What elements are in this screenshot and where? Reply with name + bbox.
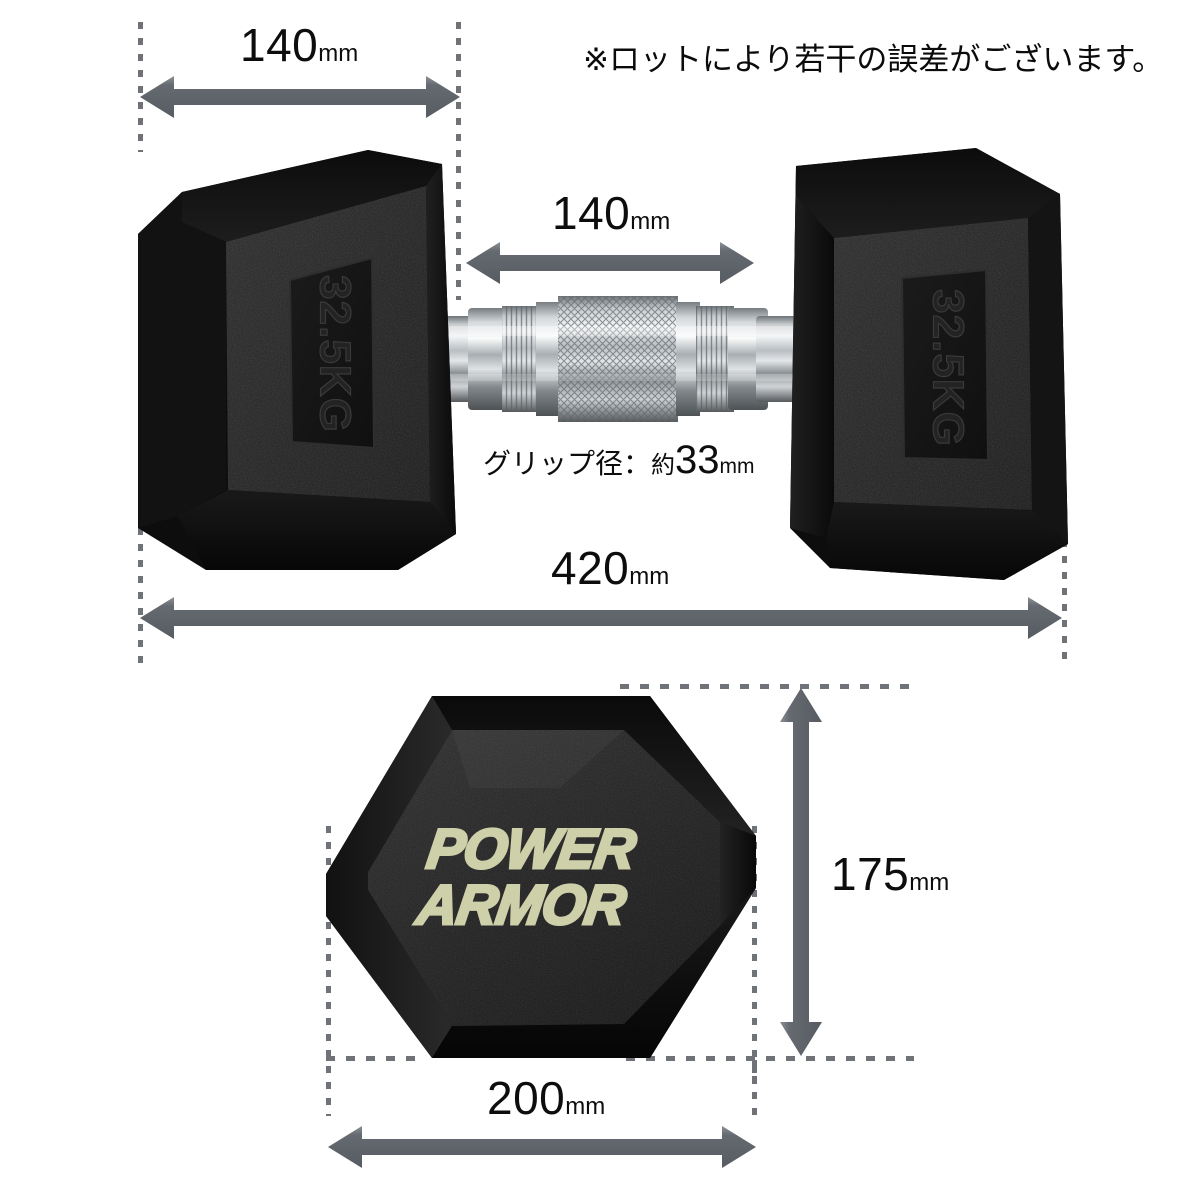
dumbbell-head-left: 32.5KG (138, 150, 456, 570)
dimension-label-head-width: 140mm (240, 22, 358, 68)
guide-line-face-width-right-end (752, 1060, 757, 1116)
guide-line-face-bottom-right (626, 1056, 914, 1061)
hex-dumbbell-end-face-view: POWER ARMOR (320, 676, 770, 1076)
guide-line-face-right-vertex (752, 826, 757, 1084)
guide-line-right-head-right (1062, 492, 1067, 664)
guide-line-face-bottom-left (326, 1056, 426, 1061)
dimension-label-handle-length: 140mm (552, 190, 670, 236)
guide-line-left-head-right (456, 22, 461, 197)
tolerance-note: ※ロットにより若干の誤差がございます。 (583, 42, 1164, 77)
dimension-arrow-head-width (140, 74, 460, 120)
guide-line-left-head-right-lower (456, 200, 461, 300)
dimension-unit: mm (909, 869, 950, 896)
grip-diameter-label: グリップ径： (483, 448, 652, 479)
brand-logo: POWER ARMOR (410, 816, 642, 938)
dimension-unit: mm (565, 1093, 606, 1120)
dimension-value: 200 (487, 1072, 566, 1124)
dimension-value: 175 (831, 848, 910, 900)
grip-diameter-caption: グリップ径：約33mm (483, 440, 755, 480)
dimension-arrow-handle-length (466, 240, 754, 286)
dimension-value: 140 (552, 187, 631, 239)
dimension-value: 420 (551, 542, 630, 594)
dumbbell-head-right: 32.5KG (790, 148, 1068, 580)
hex-dumbbell-side-view: 32.5KG 32.5KG (130, 130, 1080, 600)
dimension-arrow-total-length (140, 595, 1062, 641)
dimension-value: 140 (240, 19, 319, 71)
plate-weight-label-right: 32.5KG (923, 289, 972, 447)
grip-diameter-approx: 約 (651, 452, 676, 479)
dimension-label-total-length: 420mm (551, 545, 669, 591)
grip-diameter-unit: mm (719, 455, 755, 478)
dimension-arrow-face-height (778, 688, 824, 1056)
guide-line-left-head-left-lower (138, 480, 143, 665)
dimension-label-face-height: 175mm (831, 851, 949, 897)
brand-logo-line1: POWER (423, 817, 640, 880)
brand-logo-line2: ARMOR (411, 873, 630, 936)
guide-line-face-left-vertex (326, 826, 331, 1116)
dimension-unit: mm (318, 40, 359, 67)
chrome-handle (426, 296, 812, 422)
grip-diameter-value: 33 (675, 438, 720, 482)
dimension-unit: mm (630, 208, 671, 235)
dimension-unit: mm (629, 563, 670, 590)
guide-line-left-head-left (138, 22, 143, 152)
guide-line-face-top (620, 684, 912, 689)
dimension-arrow-face-width (328, 1124, 756, 1170)
plate-weight-label-left: 32.5KG (310, 275, 359, 433)
dimension-label-face-width: 200mm (487, 1075, 605, 1121)
